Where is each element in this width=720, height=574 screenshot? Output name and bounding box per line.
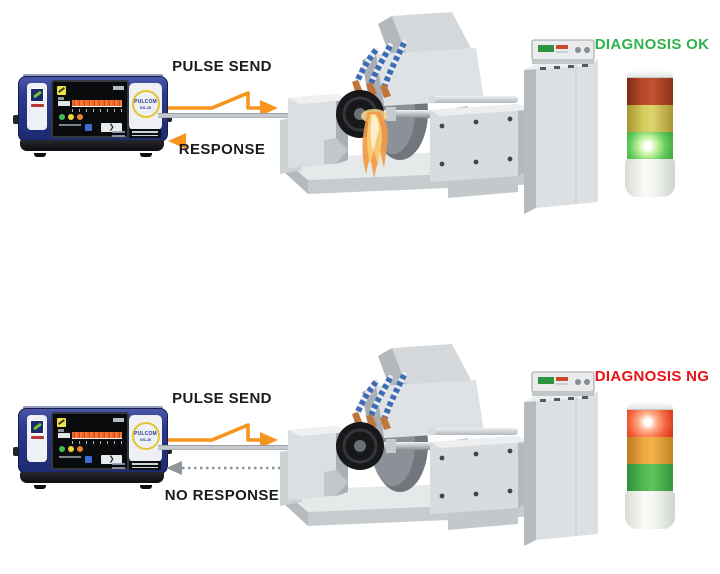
tower-green-segment-lit [627,132,673,159]
device-micro-text [112,135,125,137]
device-display: ❯ [51,80,129,138]
device-foot [34,485,46,489]
panel-diagnosis-ng: ❯ PULCOM GS-20 PULSE SEND NO RESPONSE [0,332,720,574]
signal-tower-green-lit [625,70,675,197]
tower-red-segment-lit [627,410,673,437]
device-name-panel: PULCOM GS-20 [129,415,162,462]
device-base [20,140,164,151]
grinding-machine [280,344,602,546]
device-micro-text [112,131,125,133]
pulcom-ring-logo: PULCOM GS-20 [131,90,160,118]
display-channel-label [58,429,64,432]
brand-text-bar [30,104,44,107]
orange-indicator [77,114,83,120]
display-sub-label [59,124,81,126]
device-top-trim [23,406,163,409]
pulcom-gauge-device: ❯ PULCOM GS-20 [13,74,172,157]
waveform-trace [72,100,122,107]
response-arrow [168,133,186,149]
display-channel-label [58,97,64,100]
play-button: ❯ [101,455,122,464]
device-micro-text [112,467,125,469]
display-logo-icon [57,86,66,95]
display-status-text [113,418,124,422]
tower-red-segment [627,78,673,105]
response-label: RESPONSE [178,141,266,158]
pulcom-ring-logo: PULCOM GS-20 [131,422,160,450]
device-micro-text [112,463,125,465]
tower-amber-segment [627,437,673,464]
device-model: GS-20 [139,436,152,442]
play-button: ❯ [101,123,122,132]
orange-indicator [77,446,83,452]
leaf-logo-icon [30,420,44,434]
device-brand: PULCOM [134,430,157,437]
pulse-send-label: PULSE SEND [172,390,272,407]
device-connector [13,115,18,124]
device-display: ❯ [51,412,129,470]
device-serial-label [129,461,161,470]
green-indicator [59,114,65,120]
device-serial-label [129,129,161,138]
device-foot [34,153,46,157]
device-foot [140,485,152,489]
tower-cap [627,70,673,78]
pulcom-gauge-device: ❯ PULCOM GS-20 [13,406,172,489]
tower-base [625,491,675,529]
display-logo-icon [57,418,66,427]
green-indicator [59,446,65,452]
signal-tower-red-lit [625,402,675,529]
display-sub-label [59,456,81,458]
signal-cable [158,113,290,118]
device-foot [140,153,152,157]
waveform-scale [72,441,122,444]
device-connector [13,447,18,456]
diagnosis-ng-label: DIAGNOSIS NG [594,368,710,385]
device-base [20,472,164,483]
no-response-label: NO RESPONSE [164,487,280,504]
device-top-trim [23,74,163,77]
blue-soft-button [85,456,92,463]
waveform-scale [72,109,122,112]
pulse-send-arrow [168,423,278,448]
device-name-panel: PULCOM GS-20 [129,83,162,130]
waveform-trace [72,432,122,439]
device-brand-strip [27,83,47,130]
display-status-text [113,86,124,90]
tower-base [625,159,675,197]
brand-text-bar [30,436,44,439]
status-indicator-dots [59,446,83,452]
diagnosis-ok-label: DIAGNOSIS OK [594,36,710,53]
tower-cap [627,402,673,410]
tower-green-segment [627,464,673,491]
blue-soft-button [85,124,92,131]
status-indicator-dots [59,114,83,120]
panel-diagnosis-ok: ❯ PULCOM GS-20 PULSE SEND RESPONSE [0,0,720,287]
tower-amber-segment [627,105,673,132]
yellow-indicator [68,446,74,452]
device-brand: PULCOM [134,98,157,105]
yellow-indicator [68,114,74,120]
pulse-send-arrow [168,91,278,116]
signal-cable [158,445,290,450]
pulse-send-label: PULSE SEND [172,58,272,75]
grinding-sparks [280,12,602,214]
device-model: GS-20 [139,104,152,110]
leaf-logo-icon [30,88,44,102]
display-mode-box [58,433,70,438]
no-response-dotted-arrow [166,461,292,475]
display-mode-box [58,101,70,106]
device-brand-strip [27,415,47,462]
